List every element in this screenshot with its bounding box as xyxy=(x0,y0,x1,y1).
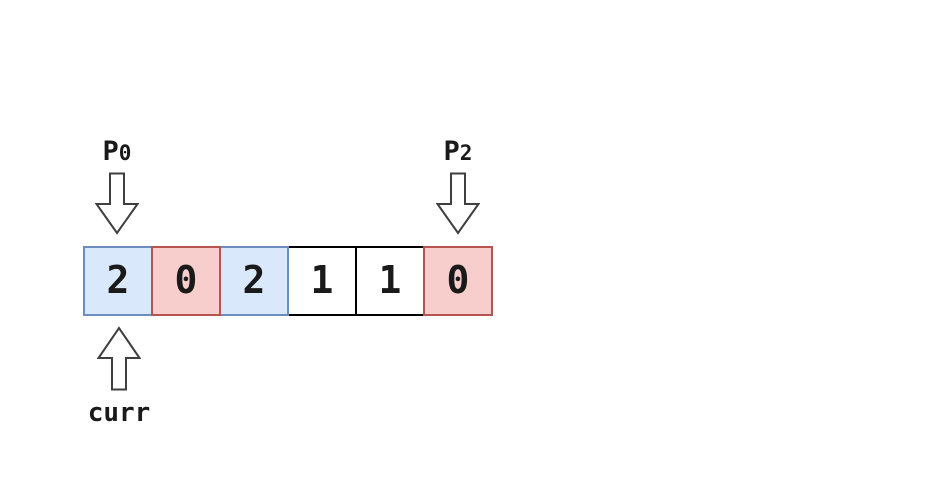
cell-value: 1 xyxy=(310,258,334,302)
pointer-p2-label: p2 xyxy=(444,138,473,165)
pointer-p0-base: p xyxy=(102,136,119,167)
pointer-curr-label: curr xyxy=(87,398,151,428)
array-cell: 1 xyxy=(287,246,357,316)
pointer-p0: p0 xyxy=(87,138,147,235)
up-arrow-icon xyxy=(97,326,141,391)
cell-value: 2 xyxy=(106,258,130,302)
down-arrow-icon xyxy=(436,172,480,235)
pointer-curr: curr xyxy=(87,326,151,428)
pointer-p2: p2 xyxy=(428,138,488,235)
cell-value: 1 xyxy=(378,258,402,302)
cell-value: 2 xyxy=(242,258,266,302)
array-cell: 0 xyxy=(423,246,493,316)
cell-value: 0 xyxy=(174,258,198,302)
array-cell: 0 xyxy=(151,246,221,316)
pointer-p0-subscript: 0 xyxy=(118,141,132,165)
array-cell: 2 xyxy=(83,246,153,316)
pointer-p0-label: p0 xyxy=(103,138,132,165)
cell-value: 0 xyxy=(446,258,470,302)
array-cell: 1 xyxy=(355,246,425,316)
pointer-p2-subscript: 2 xyxy=(459,141,473,165)
pointer-p2-base: p xyxy=(443,136,460,167)
down-arrow-icon xyxy=(95,172,139,235)
array: 2 0 2 1 1 0 xyxy=(83,246,493,316)
array-cell: 2 xyxy=(219,246,289,316)
